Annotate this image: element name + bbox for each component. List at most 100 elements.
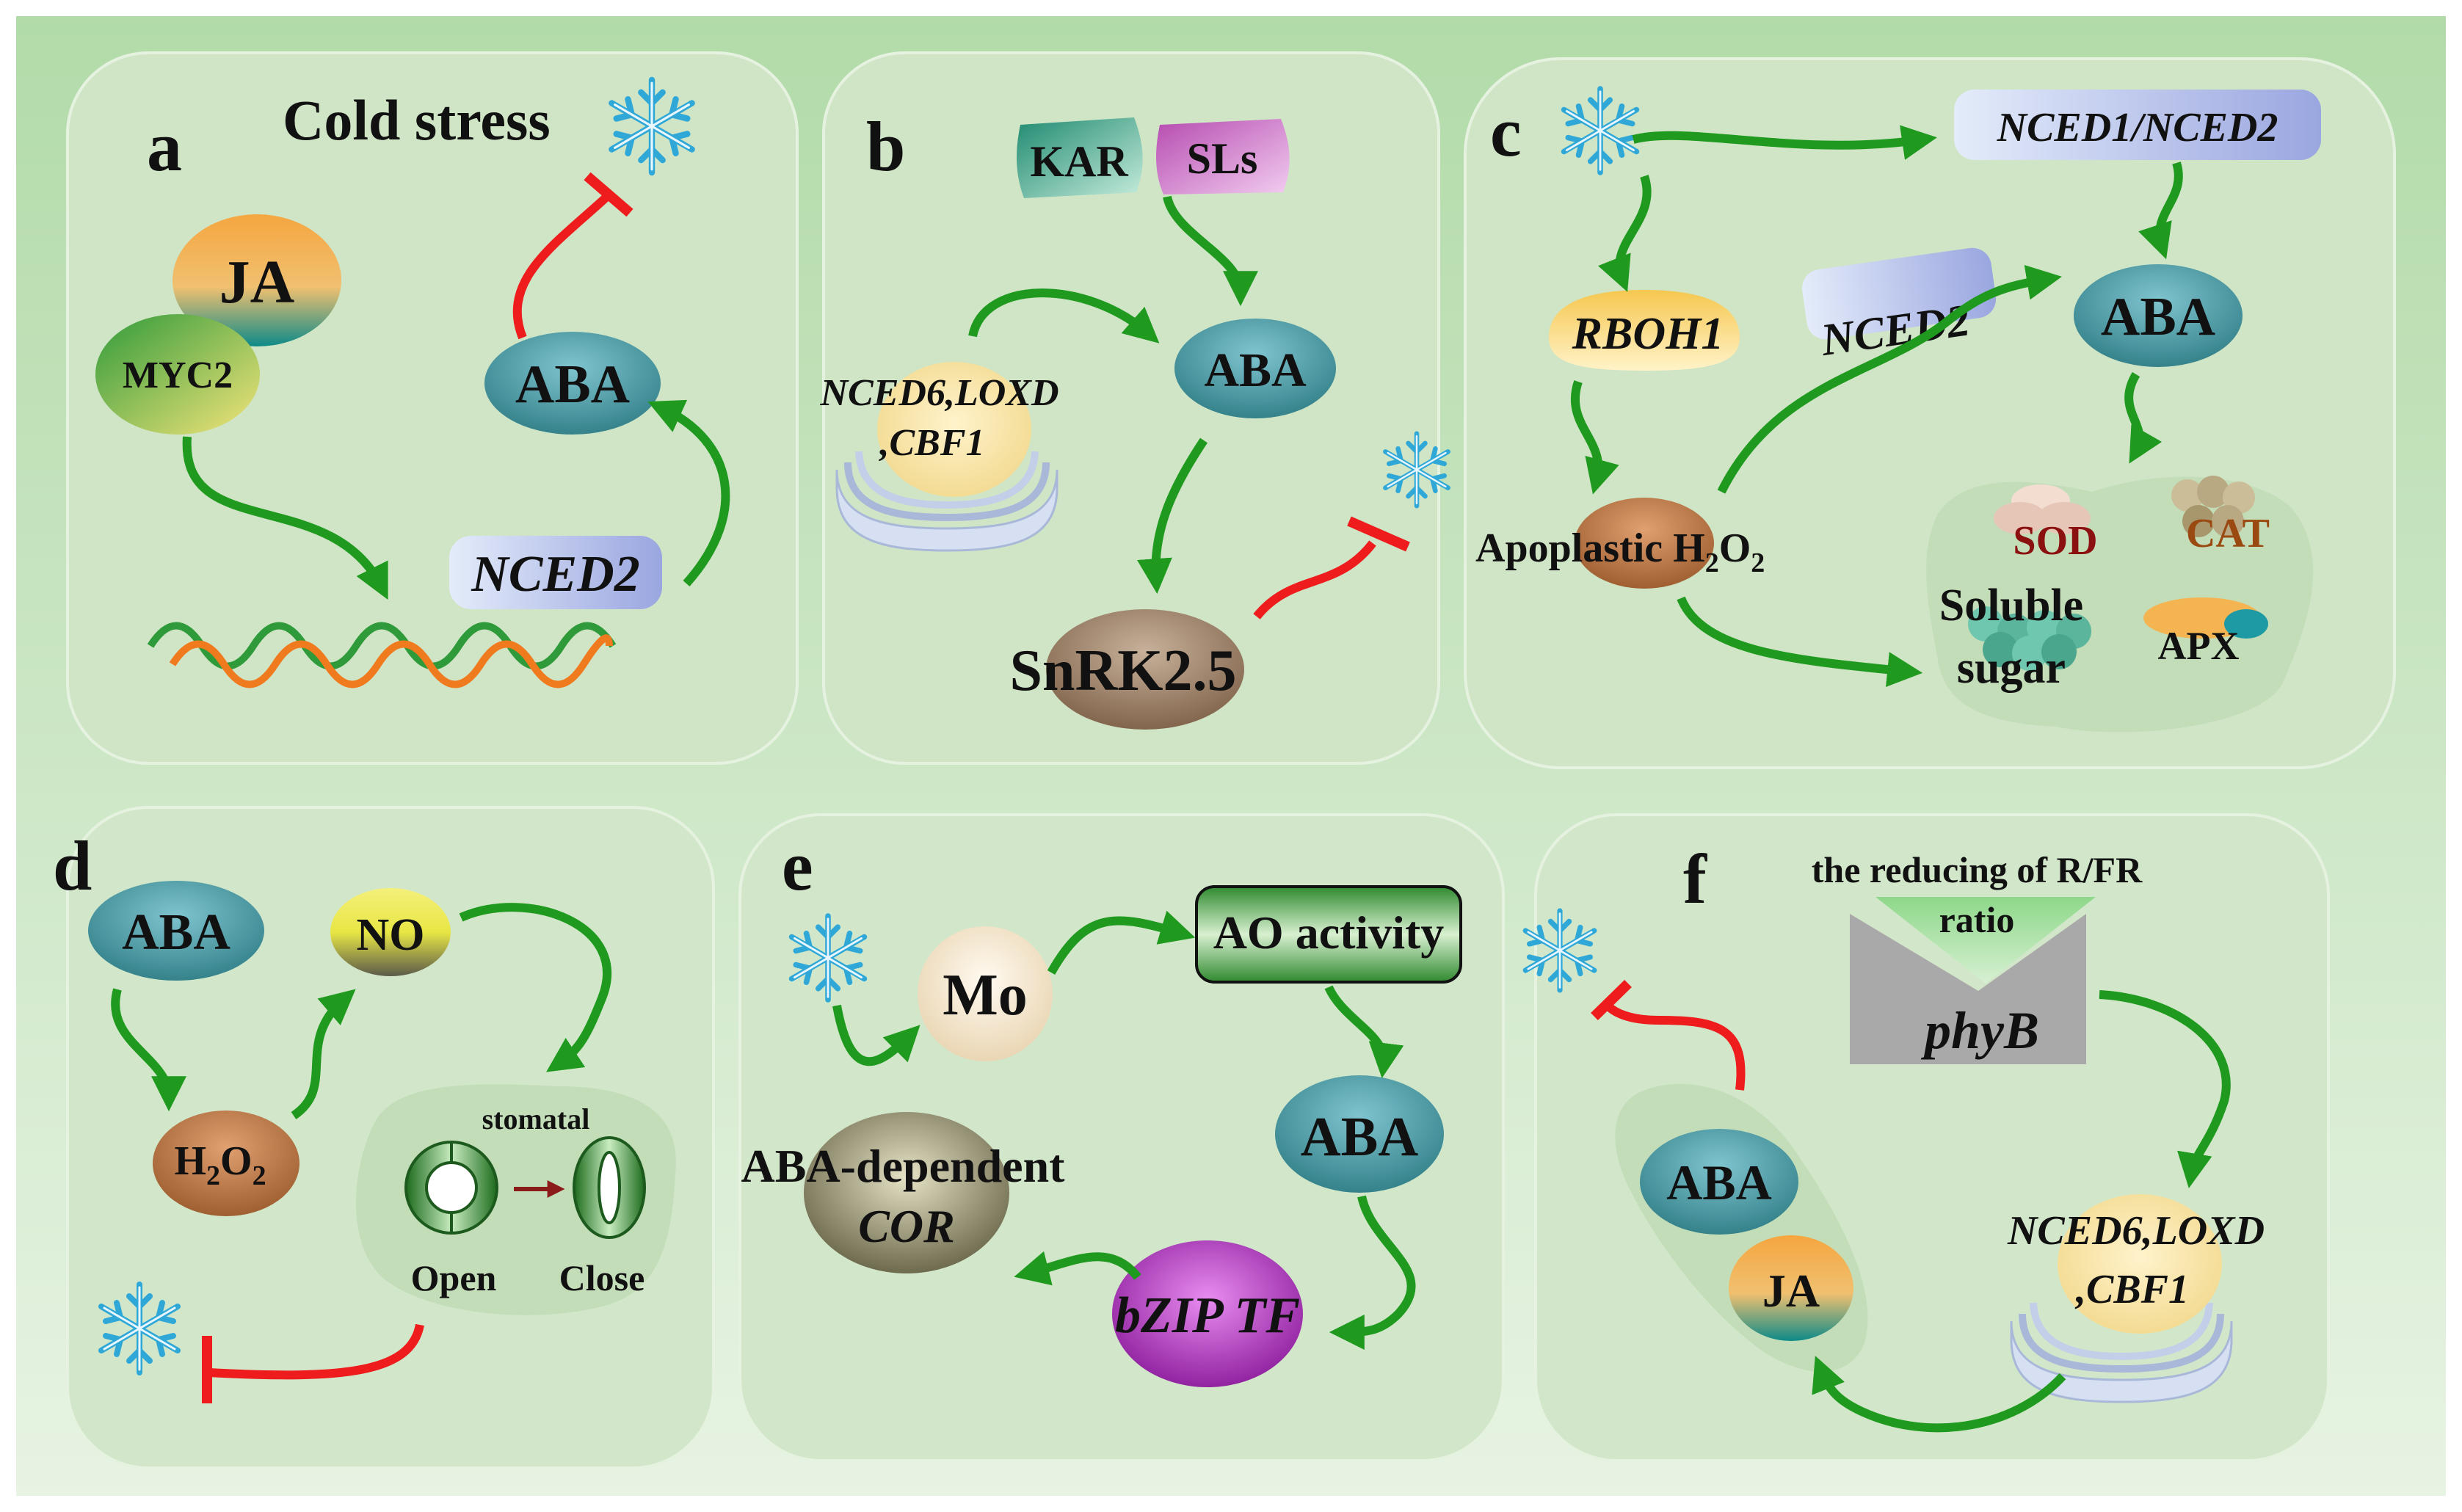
ao-activity-box (1195, 885, 1462, 984)
panel-a-letter: a (147, 107, 182, 186)
aba-label-b: ABA (1204, 344, 1307, 397)
panel-c-letter: c (1490, 92, 1522, 171)
aba-node-a (484, 332, 661, 435)
panel-b-background (822, 51, 1440, 765)
soluble-label: Soluble (1939, 581, 2083, 630)
soluble-sugar-particles (1968, 606, 2091, 671)
aba-label-f: ABA (1666, 1155, 1772, 1210)
kar-shape (1017, 117, 1143, 198)
genes-label-f-line2: ,CBF1 (2074, 1267, 2189, 1312)
ja-node-f (1729, 1235, 1853, 1341)
apoplastic-h2o2-label: Apoplastic H2O2 (1475, 526, 1765, 578)
inhibit-stomata-to-cold (208, 1323, 424, 1380)
snrk25-node (1046, 609, 1244, 730)
rboh1-label: RBOH1 (1572, 309, 1724, 359)
mo-label: Mo (943, 963, 1028, 1028)
panel-d-letter: d (53, 826, 92, 905)
arrow-nced12-to-aba (2138, 161, 2183, 260)
cat-particles (2171, 476, 2255, 537)
arrow-cold-to-mo (832, 1004, 920, 1066)
open-stoma-icon (404, 1141, 498, 1235)
myc2-node (95, 314, 260, 435)
dna-strand-orange (169, 634, 613, 688)
close-stoma-icon (573, 1136, 646, 1239)
aba-dependent-label: ABA-dependent (741, 1140, 1066, 1192)
arrow-h2o2-to-no (291, 989, 356, 1119)
apx-label: APX (2158, 624, 2240, 668)
arrow-phyb-to-genes (2099, 990, 2231, 1188)
arrow-aba-to-snrk (1137, 437, 1208, 595)
ja-label-f: JA (1762, 1265, 1820, 1317)
no-label: NO (357, 910, 425, 960)
open-label: Open (411, 1257, 497, 1298)
arrow-cold-to-nced12 (1632, 125, 1937, 160)
inhibit-bar-b (1347, 516, 1410, 552)
arrow-h2o2-to-aba (1717, 265, 2062, 494)
arrow-aba-to-h2o2 (111, 988, 186, 1112)
inhibit-bar-a (584, 172, 633, 217)
cor-node (804, 1112, 1009, 1273)
inhibit-bar-f (1591, 979, 1632, 1021)
panel-f-letter: f (1683, 840, 1707, 918)
nced12-label: NCED1/NCED2 (1997, 105, 2278, 150)
ao-activity-label: AO activity (1213, 906, 1445, 959)
no-node (330, 888, 451, 976)
nced12-box (1954, 90, 2321, 160)
aba-label-a: ABA (515, 355, 630, 415)
arrow-aba-to-antioxidants (2124, 371, 2163, 464)
panel-a-title: Cold stress (283, 88, 551, 152)
cat-label: CAT (2186, 511, 2270, 556)
sugar-label: sugar (1957, 643, 2066, 693)
cell-nucleus-b (877, 362, 1031, 497)
h2o2-node-d (153, 1111, 299, 1216)
cor-label: COR (858, 1200, 955, 1252)
phyb-shape (1850, 914, 2086, 1064)
aba-node-e (1275, 1075, 1444, 1193)
sls-label: SLs (1187, 134, 1258, 183)
snrk25-label: SnRK2.5 (1010, 639, 1237, 703)
cell-nucleus-f (2058, 1194, 2222, 1334)
arrow-bzip-to-cor (1014, 1251, 1141, 1286)
inhibit-aba-ja-to-cold (1604, 1002, 1746, 1091)
aba-node-f (1640, 1129, 1798, 1235)
aba-node-d (88, 881, 264, 981)
apoplastic-h2o2-node (1575, 498, 1714, 589)
ratio-label-line2: ratio (1939, 899, 2015, 940)
arrow-myc2-to-dna (182, 436, 388, 600)
kar-label: KAR (1030, 137, 1128, 186)
arrow-ao-to-aba (1324, 985, 1404, 1079)
panel-e-letter: e (782, 826, 813, 905)
arrow-h2o2-to-sugar (1677, 596, 1923, 688)
ja-node (173, 214, 341, 346)
myc2-label: MYC2 (123, 355, 233, 396)
arrow-no-to-stomata (459, 903, 611, 1072)
phyb-label: phyB (1920, 1001, 2039, 1060)
sod-label: SOD (2013, 518, 2097, 564)
arrow-cold-to-rboh1 (1598, 175, 1652, 292)
stomatal-label: stomatal (482, 1102, 590, 1135)
arrow-genes-to-ja (1812, 1356, 2066, 1433)
arrow-genes-to-aba (968, 288, 1160, 344)
bzip-tf-label: bZIP TF (1115, 1287, 1300, 1344)
inhibit-snrk-to-cold (1253, 540, 1376, 619)
genes-label-f-line1: NCED6,LOXD (2007, 1208, 2265, 1254)
arrow-rboh1-to-h2o2 (1570, 380, 1619, 495)
ratio-label-line1: the reducing of R/FR (1812, 849, 2143, 890)
sod-particles (1994, 484, 2091, 534)
aba-label-d: ABA (122, 904, 230, 961)
genes-label-b-line1: NCED6,LOXD (819, 372, 1058, 414)
arrow-mo-to-ao (1047, 910, 1196, 975)
nced2-box-a (449, 536, 662, 609)
panel-b-letter: b (866, 107, 905, 186)
rboh1-shape (1549, 290, 1740, 371)
ja-label: JA (219, 248, 295, 316)
h2o2-label-d: H2O2 (174, 1138, 266, 1191)
ratio-triangle (1875, 897, 2096, 984)
bzip-tf-node (1112, 1240, 1303, 1387)
arrow-sls-to-aba (1163, 195, 1258, 307)
apx-particles (2143, 597, 2268, 639)
arrow-nced2-to-aba (647, 399, 730, 586)
close-label: Close (559, 1257, 645, 1298)
arrow-aba-to-bzip (1329, 1195, 1416, 1350)
sls-shape (1156, 119, 1290, 195)
